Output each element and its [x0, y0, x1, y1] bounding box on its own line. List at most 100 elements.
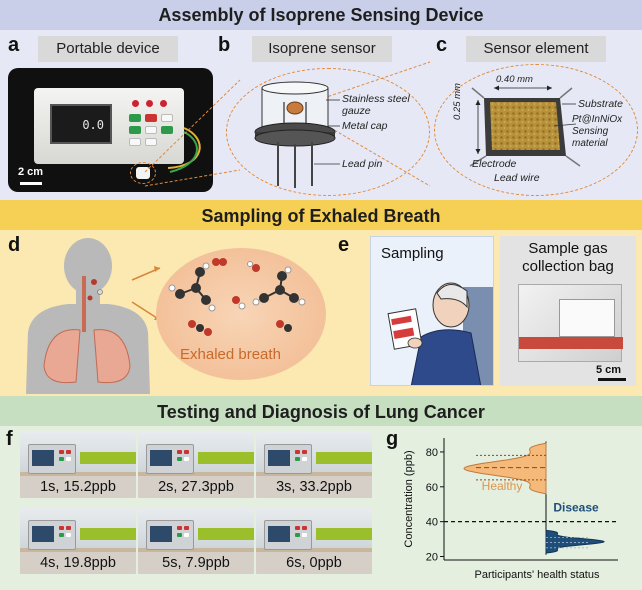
sampling-label: Sampling: [381, 245, 444, 262]
frame-device-button: [59, 533, 64, 537]
measurement-frame: 3s, 33.2ppb: [256, 432, 372, 498]
device-red-dot-2: [146, 100, 153, 107]
frame-device-button: [295, 450, 300, 454]
violin-disease: [545, 529, 605, 554]
element-zoom-ellipse: [434, 64, 638, 196]
sensor-circle-highlight: [130, 162, 156, 184]
sensor-label-pin: Lead pin: [342, 158, 383, 170]
frame-device-button: [295, 457, 300, 461]
section-c-title: Testing and Diagnosis of Lung Cancer: [157, 402, 485, 422]
panel-g-letter: g: [386, 428, 399, 450]
device-button-white-1: [161, 114, 173, 122]
panel-a-letter: a: [8, 34, 20, 56]
frame-device-button: [66, 457, 71, 461]
y-tick-label: 40: [426, 517, 438, 529]
violin-healthy: [463, 442, 547, 495]
bag-label-card: [559, 299, 615, 337]
collection-bag-photo: Sample gas collection bag 5 cm: [500, 236, 636, 386]
device-button-white-3: [129, 138, 141, 146]
frame-device-button: [59, 450, 64, 454]
frame-device-screen: [150, 526, 172, 542]
section-a-title: Assembly of Isoprene Sensing Device: [158, 5, 484, 25]
frame-green-bar: [198, 452, 254, 464]
frame-device-button: [295, 526, 300, 530]
element-label-substrate: Substrate: [578, 98, 623, 110]
frame-device-button: [184, 526, 189, 530]
frame-device-button: [59, 526, 64, 530]
scale-label: 2 cm: [18, 166, 44, 178]
measurement-frame: 5s, 7.9ppb: [138, 508, 254, 574]
y-axis-label: Concentration (ppb): [403, 450, 415, 547]
panel-b-label: Isoprene sensor: [252, 36, 392, 62]
frame-device: [264, 520, 312, 550]
frame-device-button: [302, 457, 307, 461]
sensor-label-cap: Metal cap: [342, 120, 388, 132]
frame-green-bar: [316, 528, 372, 540]
measurement-frame: 4s, 19.8ppb: [20, 508, 136, 574]
frame-device-button: [302, 526, 307, 530]
frame-device-button: [177, 533, 182, 537]
frame-caption: 2s, 27.3ppb: [138, 476, 254, 498]
frame-green-bar: [316, 452, 372, 464]
device-readout: 0.0: [82, 118, 104, 132]
device-button-green: [129, 114, 141, 122]
disease-label: Disease: [553, 501, 599, 515]
panel-d-letter: d: [8, 234, 21, 256]
frame-caption: 6s, 0ppb: [256, 552, 372, 574]
element-dim-width: 0.40 mm: [496, 74, 533, 85]
bag-scale-bar: [598, 378, 626, 381]
section-b-title: Sampling of Exhaled Breath: [201, 206, 441, 226]
frame-device-button: [302, 533, 307, 537]
frame-device-button: [302, 450, 307, 454]
frame-device-button: [177, 450, 182, 454]
frame-device: [146, 444, 194, 474]
frame-device-screen: [32, 526, 54, 542]
panel-c-label: Sensor element: [466, 36, 606, 62]
sensor-label-gauze: Stainless steel gauze: [342, 93, 410, 117]
device-cable: [167, 127, 201, 173]
frame-device-screen: [268, 450, 290, 466]
frame-device-button: [184, 450, 189, 454]
frame-device-button: [177, 457, 182, 461]
healthy-label: Healthy: [482, 479, 523, 493]
frame-caption: 3s, 33.2ppb: [256, 476, 372, 498]
person-sampling: [387, 282, 493, 385]
frame-device-screen: [32, 450, 54, 466]
frame-device-button: [59, 457, 64, 461]
panel-c-letter: c: [436, 34, 448, 56]
frame-device: [28, 444, 76, 474]
frame-device-button: [184, 533, 189, 537]
element-dim-height: 0.25 mm: [452, 83, 463, 120]
frame-device-button: [66, 533, 71, 537]
frame-caption: 4s, 19.8ppb: [20, 552, 136, 574]
frame-device-button: [184, 457, 189, 461]
bag-body: [518, 284, 623, 362]
frame-device-button: [66, 526, 71, 530]
frame-device: [146, 520, 194, 550]
human-lungs-illustration: [26, 238, 150, 394]
y-tick-label: 20: [426, 552, 438, 564]
frame-device-button: [295, 533, 300, 537]
isoprene-sensor-diagram: [254, 81, 340, 188]
scale-bar: [20, 182, 42, 185]
y-tick-label: 80: [426, 447, 438, 459]
frame-green-bar: [80, 452, 136, 464]
sampling-illustration: Sampling: [370, 236, 494, 386]
device-button-red: [145, 114, 157, 122]
section-b-title-bar: [0, 200, 642, 230]
sensor-zoom-ellipse: [226, 68, 430, 196]
device-button-green-2: [129, 126, 141, 134]
frame-device: [28, 520, 76, 550]
frame-device: [264, 444, 312, 474]
device-button-white-4: [145, 138, 157, 146]
frame-device-button: [66, 450, 71, 454]
measurement-frame: 1s, 15.2ppb: [20, 432, 136, 498]
frame-caption: 5s, 7.9ppb: [138, 552, 254, 574]
device-button-green-3: [161, 126, 173, 134]
panel-b-letter: b: [218, 34, 231, 56]
x-axis-label: Participants' health status: [474, 569, 600, 581]
bag-label: Sample gas collection bag: [522, 240, 614, 275]
measurement-frame: 2s, 27.3ppb: [138, 432, 254, 498]
section-c-title-bar: [0, 396, 642, 426]
